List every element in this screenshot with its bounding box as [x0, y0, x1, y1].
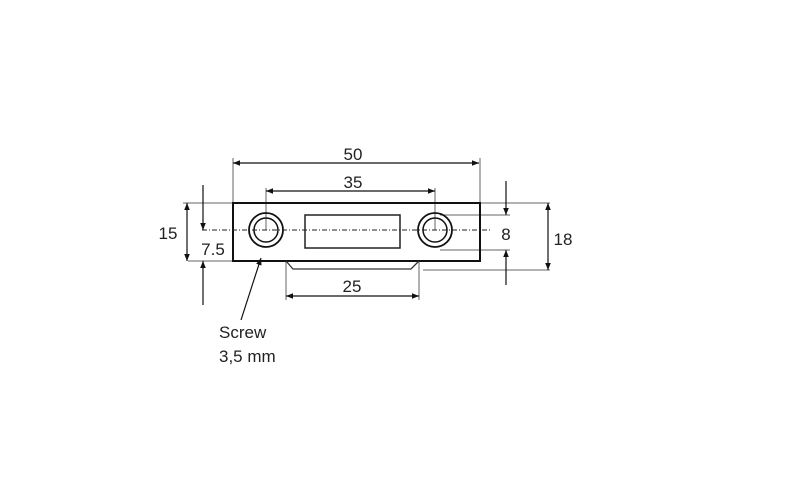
screw-size-label: 3,5 mm [219, 347, 276, 366]
dim-plate-height: 15 [159, 224, 178, 243]
plate [202, 202, 492, 270]
extension-lines [183, 158, 550, 300]
dim-hole-diameter: 8 [501, 225, 510, 244]
strike-slot [304, 214, 401, 249]
dimension-lines [184, 160, 551, 321]
plate-foot [285, 260, 420, 270]
dim-overall-height: 18 [554, 230, 573, 249]
dim-overall-length: 50 [344, 145, 363, 164]
dim-foot-length: 25 [343, 277, 362, 296]
dim-center-offset: 7.5 [201, 240, 225, 259]
screw-leader-arrow [240, 257, 262, 321]
screw-label: Screw [219, 323, 267, 342]
dim-hole-spacing: 35 [344, 173, 363, 192]
